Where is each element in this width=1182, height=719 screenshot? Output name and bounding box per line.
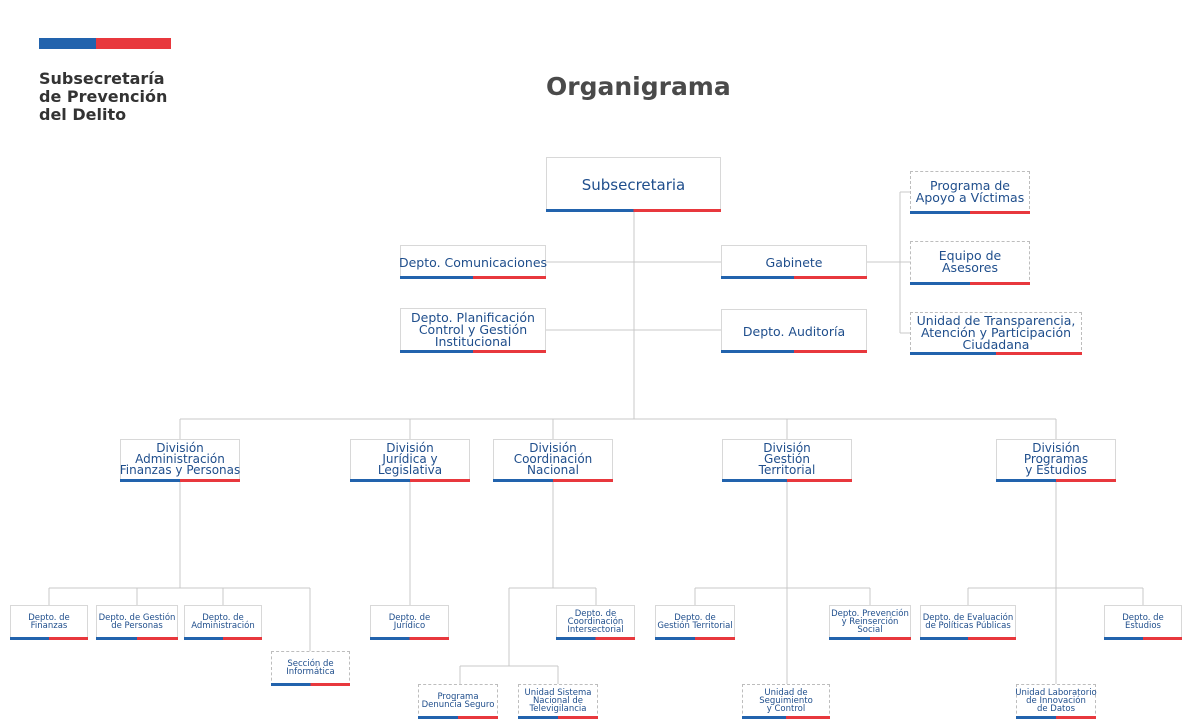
node-label: Finanzas xyxy=(30,620,68,631)
node-division-gestion-territorial[interactable]: División Gestión Territorial xyxy=(722,439,852,482)
node-label: Equipo de xyxy=(938,248,1002,263)
flag-stripe-blue xyxy=(39,38,96,49)
node-label: Denuncia Seguro xyxy=(421,699,495,710)
node-subsecretaria[interactable]: Subsecretaria xyxy=(546,157,721,212)
node-label: Territorial xyxy=(758,463,816,477)
node-label: y Estudios xyxy=(1025,463,1087,477)
node-label: Depto. de xyxy=(202,612,244,623)
node-equipo-asesores[interactable]: Equipo de Asesores xyxy=(910,241,1030,285)
node-label: Apoyo a Víctimas xyxy=(915,189,1025,205)
node-label: de Innovación xyxy=(1026,695,1086,706)
node-label: y Control xyxy=(766,703,806,714)
node-label: Administración xyxy=(135,452,225,466)
node-division-programas[interactable]: División Programas y Estudios xyxy=(996,439,1116,482)
node-label: Intersectorial xyxy=(567,624,624,635)
node-label: Depto. de xyxy=(574,608,617,619)
node-depto-finanzas[interactable]: Depto. de Finanzas xyxy=(10,605,88,640)
node-depto-auditoria[interactable]: Depto. Auditoría xyxy=(721,309,867,353)
node-programa-denuncia-seguro[interactable]: Programa Denuncia Seguro xyxy=(418,684,498,719)
node-label: Administración xyxy=(191,620,255,631)
node-label: Asesores xyxy=(942,260,998,275)
node-label: Atención y Participación xyxy=(920,324,1072,340)
node-label: Control y Gestión xyxy=(418,321,528,337)
node-label: Unidad de Transparencia, xyxy=(916,312,1076,328)
node-unidad-seguimiento-control[interactable]: Unidad de Seguimiento y Control xyxy=(742,684,830,719)
node-seccion-informatica[interactable]: Sección de Informática xyxy=(271,651,350,686)
node-label: Subsecretaria xyxy=(581,176,686,194)
node-label: Gestión xyxy=(764,452,810,466)
node-depto-gestion-territorial[interactable]: Depto. de Gestión Territorial xyxy=(655,605,735,640)
node-unidad-laboratorio-innovacion[interactable]: Unidad Laboratorio de Innovación de Dato… xyxy=(1015,684,1097,719)
node-label: Nacional de xyxy=(532,695,584,706)
node-label: Institucional xyxy=(434,333,512,349)
node-label: Informática xyxy=(286,666,335,677)
node-label: Coordinación xyxy=(567,616,624,627)
logo-line: del Delito xyxy=(39,105,127,124)
node-programa-apoyo-victimas[interactable]: Programa de Apoyo a Víctimas xyxy=(910,171,1030,214)
node-unidad-transparencia[interactable]: Unidad de Transparencia, Atención y Part… xyxy=(910,312,1082,355)
node-label: y Reinserción xyxy=(841,616,899,627)
node-label: División xyxy=(1032,441,1080,455)
node-label: División xyxy=(156,441,204,455)
node-gabinete[interactable]: Gabinete xyxy=(721,245,867,279)
node-depto-coordinacion-intersectorial[interactable]: Depto. de Coordinación Intersectorial xyxy=(556,605,635,640)
node-depto-evaluacion-politicas[interactable]: Depto. de Evaluación de Políticas Públic… xyxy=(920,605,1016,640)
node-depto-juridico[interactable]: Depto. de Jurídico xyxy=(370,605,449,640)
node-depto-estudios[interactable]: Depto. de Estudios xyxy=(1104,605,1182,640)
node-label: Sección de xyxy=(287,658,334,669)
node-label: Estudios xyxy=(1125,620,1161,631)
node-label: Programa xyxy=(437,691,479,702)
page-title: Organigrama xyxy=(546,72,731,101)
node-label: Depto. Prevención xyxy=(831,608,909,619)
node-label: Unidad de xyxy=(764,687,808,698)
node-label: Jurídica y xyxy=(382,452,438,466)
node-label: Depto. Comunicaciones xyxy=(398,254,548,270)
node-division-juridica[interactable]: División Jurídica y Legislativa xyxy=(350,439,470,482)
node-label: Depto. de xyxy=(1122,612,1164,623)
node-label: Unidad Sistema xyxy=(524,687,592,698)
logo-line: Subsecretaría xyxy=(39,69,165,88)
node-depto-reinsercion-social[interactable]: Depto. Prevención y Reinserción Social xyxy=(829,605,911,640)
node-unidad-televigilancia[interactable]: Unidad Sistema Nacional de Televigilanci… xyxy=(518,684,598,719)
node-label: de Personas xyxy=(111,620,163,631)
node-label: Social xyxy=(857,624,883,635)
flag-stripe xyxy=(39,38,171,49)
node-label: División xyxy=(763,441,811,455)
node-depto-gestion-personas[interactable]: Depto. de Gestión de Personas xyxy=(96,605,178,640)
node-label: Legislativa xyxy=(377,463,443,477)
node-label: Televigilancia xyxy=(529,703,587,714)
node-label: Gestión Territorial xyxy=(657,620,733,631)
node-label: Unidad Laboratorio xyxy=(1015,687,1097,698)
node-label: División xyxy=(529,441,577,455)
node-label: Depto. Auditoría xyxy=(742,323,846,339)
node-label: Programas xyxy=(1023,452,1089,466)
node-label: División xyxy=(386,441,434,455)
logo-line: de Prevención xyxy=(39,87,168,106)
node-label: Programa de xyxy=(930,177,1010,193)
node-label: Coordinación xyxy=(513,452,593,466)
node-depto-administracion[interactable]: Depto. de Administración xyxy=(184,605,262,640)
node-label: Depto. de Gestión xyxy=(98,612,176,623)
node-label: de Datos xyxy=(1036,703,1076,714)
node-label: Nacional xyxy=(527,463,579,477)
node-label: Jurídico xyxy=(393,620,426,631)
node-label: Ciudadana xyxy=(962,336,1030,352)
node-division-administracion[interactable]: División Administración Finanzas y Perso… xyxy=(120,439,240,482)
node-depto-planificacion[interactable]: Depto. Planificación Control y Gestión I… xyxy=(400,308,546,353)
node-label: Depto. Planificación xyxy=(411,309,535,325)
institution-logo-text: Subsecretaría de Prevención del Delito xyxy=(39,70,167,124)
node-label: Depto. de xyxy=(28,612,70,623)
node-label: Finanzas y Personas xyxy=(119,463,241,477)
node-division-coordinacion[interactable]: División Coordinación Nacional xyxy=(493,439,613,482)
node-label: Depto. de Evaluación xyxy=(922,612,1014,623)
node-label: Seguimiento xyxy=(759,695,813,706)
node-label: de Políticas Públicas xyxy=(925,620,1011,631)
node-label: Depto. de xyxy=(388,612,431,623)
node-label: Gabinete xyxy=(765,254,823,270)
node-label: Depto. de xyxy=(674,612,716,623)
flag-stripe-red xyxy=(96,38,171,49)
node-depto-comunicaciones[interactable]: Depto. Comunicaciones xyxy=(398,245,548,279)
